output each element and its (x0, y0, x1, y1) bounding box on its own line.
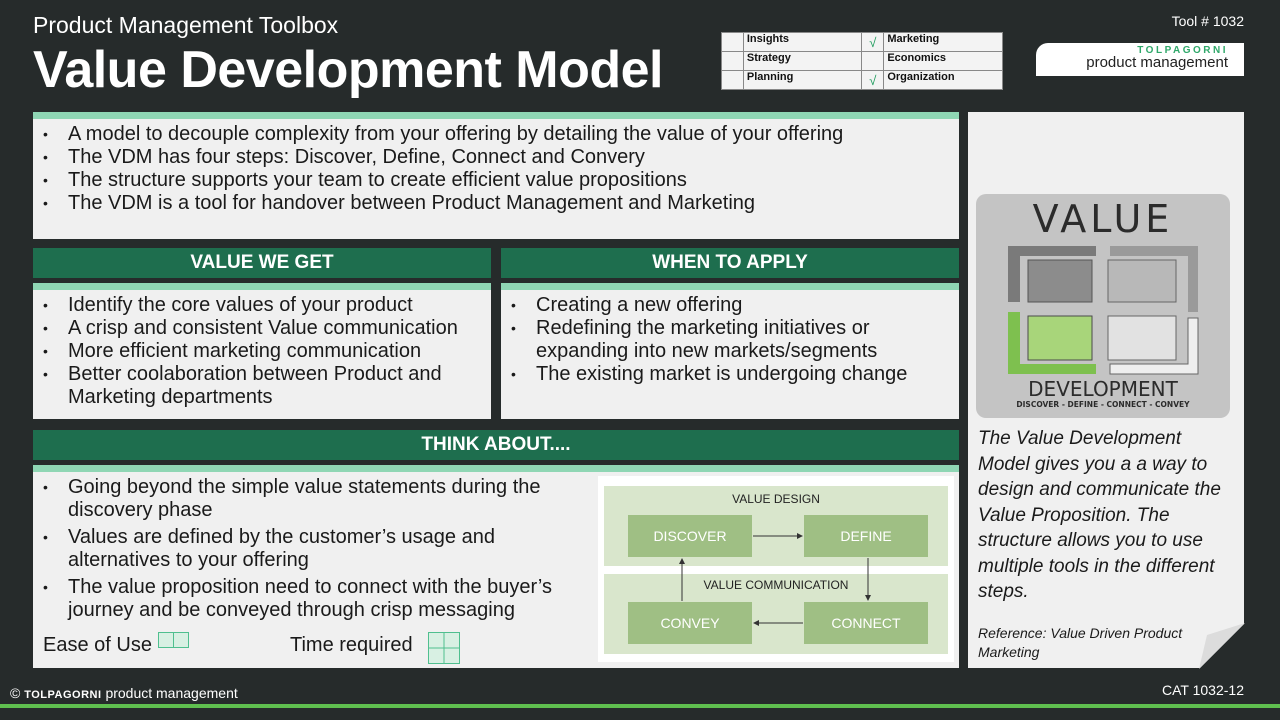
think-about-heading: THINK ABOUT.... (33, 430, 959, 460)
time-required-rating (428, 632, 460, 664)
category-label: Insights (742, 32, 863, 52)
convey-step: CONVEY (628, 602, 752, 644)
catalog-number: CAT 1032-12 (1162, 682, 1244, 698)
toolbox-label: Product Management Toolbox (33, 12, 339, 38)
list-item: A crisp and consistent Value communicati… (33, 317, 491, 340)
category-label: Economics (883, 51, 1003, 71)
reference-note: Reference: Value Driven Product Marketin… (978, 625, 1183, 660)
category-label: Organization (883, 70, 1003, 90)
list-item: More efficient marketing communication (33, 340, 491, 363)
flow-arrows (679, 533, 871, 626)
tool-number: Tool # 1032 (1171, 13, 1244, 29)
list-item: Redefining the marketing initiatives or … (501, 317, 959, 363)
page-curl-decoration (1199, 623, 1245, 669)
category-label: Marketing (883, 32, 1003, 52)
list-item: Values are defined by the customer’s usa… (33, 526, 593, 572)
think-about-list: Going beyond the simple value statements… (33, 476, 593, 622)
list-item: Going beyond the simple value statements… (33, 476, 593, 522)
category-label: Planning (742, 70, 863, 90)
ease-of-use-label: Ease of Use (43, 634, 152, 656)
when-to-apply-panel: Creating a new offeringRedefining the ma… (501, 283, 959, 419)
when-to-apply-list: Creating a new offeringRedefining the ma… (501, 294, 959, 386)
category-check (721, 32, 744, 52)
development-word: DEVELOPMENT (1028, 377, 1178, 401)
footer-tagline: product management (105, 685, 238, 701)
ease-of-use-rating (158, 632, 189, 648)
page-title: Value Development Model (33, 41, 664, 99)
footer-accent-bar (0, 704, 1280, 708)
value-we-get-panel: Identify the core values of your product… (33, 283, 491, 419)
connect-step: CONNECT (804, 602, 928, 644)
list-item: The value proposition need to connect wi… (33, 576, 593, 622)
footer-brand-name: TOLPAGORNI (24, 689, 102, 701)
brand-logo: TOLPAGORNI product management (1036, 43, 1244, 76)
discover-step: DISCOVER (628, 515, 752, 557)
list-item: A model to decouple complexity from your… (33, 123, 959, 146)
value-word: VALUE (1033, 197, 1174, 241)
category-check (721, 70, 744, 90)
list-item: Creating a new offering (501, 294, 959, 317)
list-item: The existing market is undergoing change (501, 363, 959, 386)
category-check: √ (861, 32, 885, 52)
list-item: The VDM is a tool for handover between P… (33, 192, 959, 215)
value-communication-label: VALUE COMMUNICATION (703, 578, 849, 592)
steps-caption: DISCOVER - DEFINE - CONNECT - CONVEY (1016, 400, 1190, 409)
copyright-symbol: © (10, 685, 21, 701)
category-check (721, 51, 744, 71)
list-item: Better coolaboration between Product and… (33, 363, 491, 409)
footer-brand: © TOLPAGORNI product management (10, 685, 238, 701)
list-item: The VDM has four steps: Discover, Define… (33, 146, 959, 169)
when-to-apply-heading: WHEN TO APPLY (501, 248, 959, 278)
list-item: The structure supports your team to crea… (33, 169, 959, 192)
intro-panel: A model to decouple complexity from your… (33, 112, 959, 239)
list-item: Identify the core values of your product (33, 294, 491, 317)
model-description: The Value Development Model gives you a … (978, 428, 1221, 602)
category-check (861, 51, 885, 71)
process-diagram: VALUE DESIGN VALUE COMMUNICATION DISCOVE… (598, 476, 954, 662)
logo-brand: TOLPAGORNI (1137, 45, 1228, 56)
category-check: √ (861, 70, 885, 90)
category-row: Planning√Organization (721, 70, 1003, 90)
category-row: Strategy Economics (721, 51, 1003, 71)
value-we-get-list: Identify the core values of your product… (33, 294, 491, 409)
value-development-logo: VALUE DEVELOPMENT DISCOVER - DEFINE - CO… (976, 194, 1230, 418)
category-row: Insights√Marketing (721, 32, 1003, 52)
value-we-get-heading: VALUE WE GET (33, 248, 491, 278)
value-design-label: VALUE DESIGN (732, 492, 820, 506)
intro-list: A model to decouple complexity from your… (33, 123, 959, 215)
category-label: Strategy (742, 51, 863, 71)
define-step: DEFINE (804, 515, 928, 557)
time-required-label: Time required (290, 634, 413, 656)
logo-tagline: product management (1086, 54, 1228, 71)
